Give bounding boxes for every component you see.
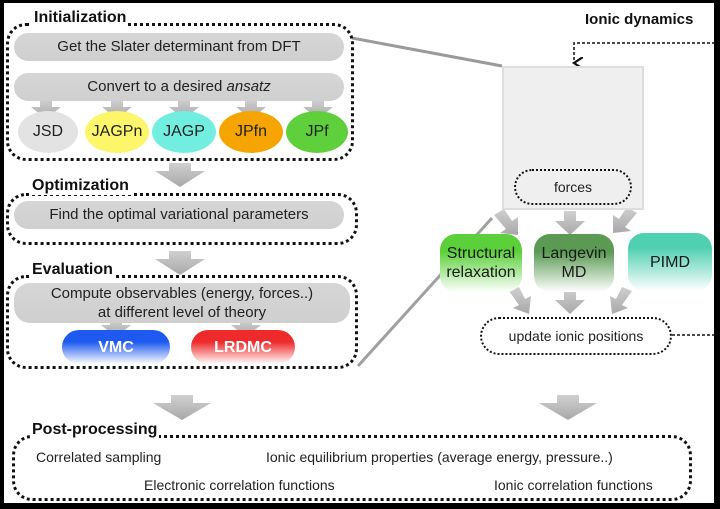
optimization-title: Optimization xyxy=(30,177,131,195)
method-pimd[interactable]: PIMD xyxy=(628,233,712,291)
convert-ansatz-label: Convert to a desired xyxy=(87,78,227,95)
post-item-correlated-sampling: Correlated sampling xyxy=(36,449,162,465)
ansatz-jpf[interactable]: JPf xyxy=(286,111,348,153)
compute-observables-line1: Compute observables (energy, forces..) xyxy=(50,285,314,302)
ionic-method-arrows xyxy=(494,207,637,235)
arrow-eval-to-post xyxy=(153,395,211,420)
langevin-md-line1: Langevin xyxy=(541,245,607,262)
initialization-panel xyxy=(6,23,354,161)
post-processing-panel xyxy=(12,435,692,501)
ansatz-jagp-label: JAGP xyxy=(163,123,205,140)
ansatz-jpf-label: JPf xyxy=(305,123,329,140)
method-lrdmc-label: LRDMC xyxy=(214,338,272,356)
optimization-panel xyxy=(6,193,358,245)
update-ionic-positions-node[interactable]: update ionic positions xyxy=(480,317,672,355)
forces-label: forces xyxy=(553,179,593,195)
evaluation-title: Evaluation xyxy=(30,261,115,279)
method-vmc[interactable]: VMC xyxy=(62,330,170,364)
ansatz-jagpn-label: JAGPn xyxy=(91,123,143,140)
get-slater-determinant-step[interactable]: Get the Slater determinant from DFT xyxy=(14,33,344,61)
structural-relaxation-line2: relaxation xyxy=(446,264,516,281)
ansatz-jpfn-label: JPfn xyxy=(234,123,267,140)
ansatz-jpfn[interactable]: JPfn xyxy=(219,111,283,153)
arrow-ionic-to-post xyxy=(539,395,597,420)
initialization-title: Initialization xyxy=(32,9,129,27)
ansatz-jagpn[interactable]: JAGPn xyxy=(85,111,149,153)
post-item-ionic-correlation: Ionic correlation functions xyxy=(494,477,653,493)
ansatz-italic: ansatz xyxy=(226,78,271,95)
ionic-dynamics-title: Ionic dynamics xyxy=(583,11,696,29)
post-item-ionic-equilibrium: Ionic equilibrium properties (average en… xyxy=(266,449,613,465)
connector-line-top xyxy=(351,36,503,68)
post-item-electronic-correlation: Electronic correlation functions xyxy=(144,477,335,493)
compute-observables-line2: at different level of theory xyxy=(97,304,267,321)
method-structural-relaxation[interactable]: Structural relaxation xyxy=(440,234,522,292)
update-ionic-positions-label: update ionic positions xyxy=(508,328,644,344)
optimize-parameters-step[interactable]: Find the optimal variational parameters xyxy=(14,201,344,229)
get-slater-determinant-label: Get the Slater determinant from DFT xyxy=(57,38,301,55)
ansatz-jsd[interactable]: JSD xyxy=(18,111,78,153)
pimd-label: PIMD xyxy=(650,253,690,271)
method-vmc-label: VMC xyxy=(98,338,134,356)
evaluation-panel xyxy=(6,275,358,369)
forces-node[interactable]: forces xyxy=(514,169,632,205)
method-lrdmc[interactable]: LRDMC xyxy=(191,330,295,364)
arrow-init-to-opt xyxy=(155,163,205,187)
convert-ansatz-step[interactable]: Convert to a desired ansatz xyxy=(14,73,344,101)
post-processing-title: Post-processing xyxy=(30,421,160,439)
ansatz-jsd-label: JSD xyxy=(32,123,64,140)
compute-observables-step[interactable]: Compute observables (energy, forces..) a… xyxy=(14,283,350,323)
ansatz-jagp[interactable]: JAGP xyxy=(152,111,216,153)
arrow-opt-to-eval xyxy=(155,251,205,275)
structural-relaxation-line1: Structural xyxy=(446,245,516,262)
optimize-parameters-label: Find the optimal variational parameters xyxy=(49,206,309,223)
langevin-md-line2: MD xyxy=(561,264,587,281)
workflow-diagram: Initialization Get the Slater determinan… xyxy=(4,3,714,503)
